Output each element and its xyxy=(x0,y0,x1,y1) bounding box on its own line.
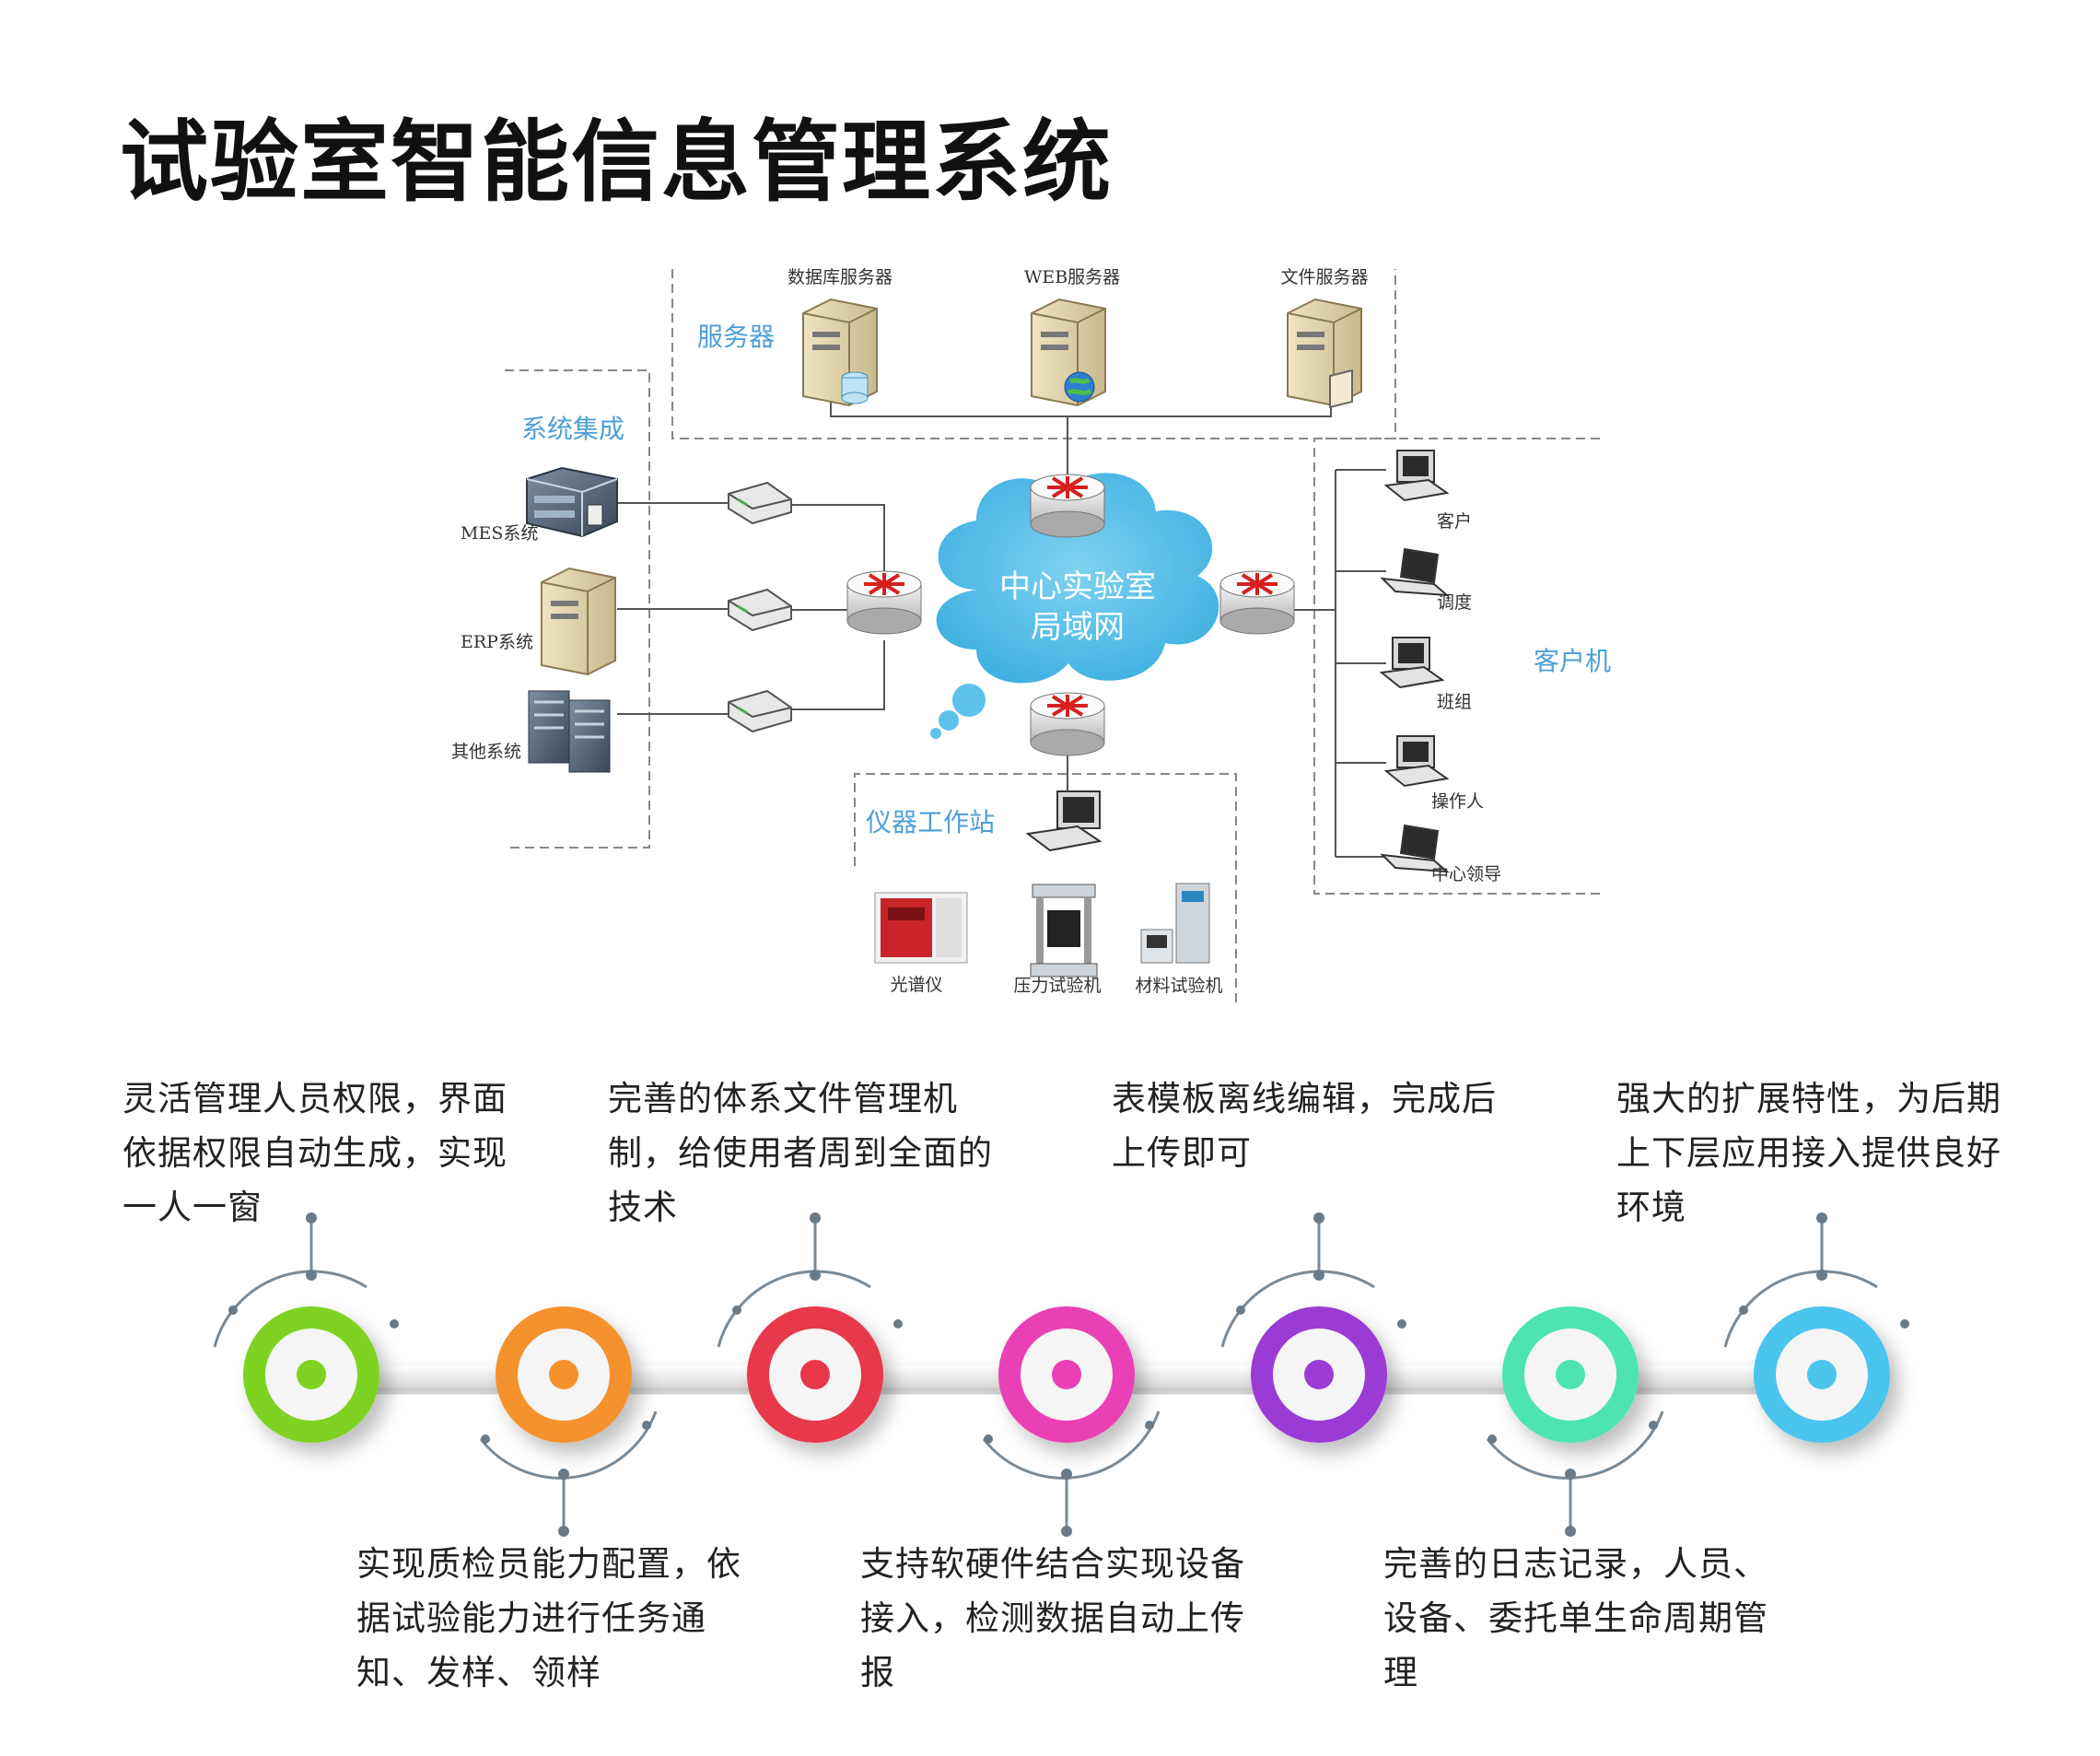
erp-system-icon xyxy=(541,567,616,676)
router-right xyxy=(1219,570,1295,635)
feature-text-1: 灵活管理人员权限，界面依据权限自动生成，实现一人一窗 xyxy=(122,1079,508,1227)
feature-text-5: 表模板离线编辑，完成后上传即可 xyxy=(1112,1079,1497,1173)
material-testing-machine-icon xyxy=(1140,883,1210,964)
switch-icon-2 xyxy=(728,588,792,632)
feature-text-6: 完善的日志记录，人员、设备、委托单生命周期管理 xyxy=(1383,1544,1768,1692)
router-bottom xyxy=(1030,692,1105,756)
network-diagram: 服务器 系统集成 客户机 仪器工作站 中心实验室 局域网 xyxy=(451,267,1611,1006)
router-top xyxy=(1030,474,1105,538)
zone-title-server: 服务器 xyxy=(697,322,775,352)
pressure-testing-machine-icon xyxy=(1030,884,1098,978)
server-web xyxy=(1031,298,1106,407)
client-laptop-icon-5 xyxy=(1380,824,1450,873)
timeline-node-3 xyxy=(717,1212,903,1443)
server-db xyxy=(802,298,878,407)
lan-cloud: 中心实验室 局域网 xyxy=(930,473,1219,739)
client-desktop-icon-1 xyxy=(1383,450,1450,502)
timeline-node-7 xyxy=(1723,1212,1909,1443)
feature-text-3: 完善的体系文件管理机制，给使用者周到全面的技术 xyxy=(608,1079,993,1227)
page-title: 试验室智能信息管理系统 xyxy=(120,111,1113,214)
client-label-1: 客户 xyxy=(1437,511,1472,532)
workstation-computer-icon xyxy=(1025,790,1102,852)
system-label-other: 其他系统 xyxy=(451,742,521,762)
server-label-db: 数据库服务器 xyxy=(788,267,892,287)
feature-text-7: 强大的扩展特性，为后期上下层应用接入提供良好环境 xyxy=(1616,1079,2001,1227)
client-laptop-icon-2 xyxy=(1380,547,1450,597)
instrument-label-2: 压力试验机 xyxy=(1013,976,1101,996)
timeline-node-4 xyxy=(982,1306,1161,1537)
client-label-2: 调度 xyxy=(1437,592,1472,613)
switch-icon-1 xyxy=(728,481,792,525)
system-label-erp: ERP系统 xyxy=(461,632,533,652)
system-label-mes: MES系统 xyxy=(461,523,538,544)
feature-text-4: 支持软硬件结合实现设备接入，检测数据自动上传报 xyxy=(860,1544,1245,1692)
timeline-node-1 xyxy=(213,1212,399,1443)
server-label-file: 文件服务器 xyxy=(1280,267,1368,287)
client-label-4: 操作人 xyxy=(1431,791,1484,812)
router-left xyxy=(846,570,922,635)
instrument-label-3: 材料试验机 xyxy=(1135,976,1222,996)
client-label-5: 中心领导 xyxy=(1431,864,1501,884)
feature-text-2: 实现质检员能力配置，依据试验能力进行任务通知、发样、领样 xyxy=(356,1544,741,1692)
cloud-label-line1: 中心实验室 xyxy=(999,568,1156,605)
switch-icon-3 xyxy=(728,689,792,733)
zone-title-client: 客户机 xyxy=(1534,646,1611,676)
mes-system-icon xyxy=(526,466,618,538)
instrument-label-1: 光谱仪 xyxy=(890,975,942,995)
client-label-3: 班组 xyxy=(1437,692,1472,712)
server-label-web: WEB服务器 xyxy=(1024,267,1120,287)
client-desktop-icon-4 xyxy=(1383,735,1450,788)
spectrometer-icon xyxy=(874,892,968,964)
client-desktop-icon-3 xyxy=(1379,637,1445,689)
timeline-node-5 xyxy=(1220,1212,1406,1443)
timeline-node-2 xyxy=(479,1306,658,1537)
other-system-icon xyxy=(528,690,611,773)
server-file xyxy=(1287,298,1362,409)
timeline-node-6 xyxy=(1486,1306,1664,1537)
zone-title-instrument: 仪器工作站 xyxy=(866,807,995,837)
cloud-label-line2: 局域网 xyxy=(1031,609,1125,646)
zone-title-integration: 系统集成 xyxy=(521,414,624,444)
